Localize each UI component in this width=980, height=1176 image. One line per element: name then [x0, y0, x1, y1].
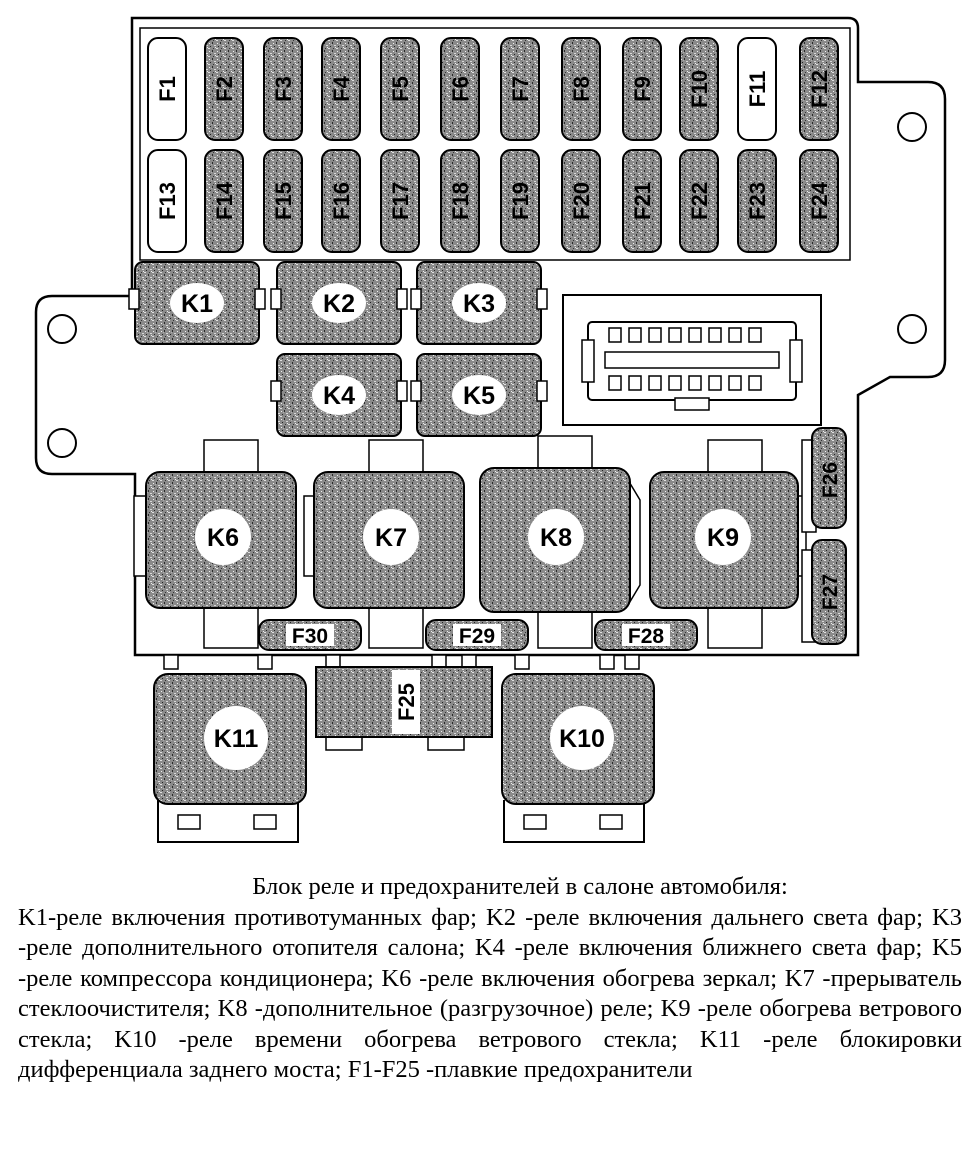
fuse-f3[interactable]: [263, 37, 303, 141]
fuse-f2[interactable]: [204, 37, 244, 141]
fuse-label-f16: F16: [329, 182, 354, 220]
fuse-f8[interactable]: [561, 37, 601, 141]
fuse-f22[interactable]: [679, 149, 719, 253]
relay-k2[interactable]: K2: [270, 261, 408, 345]
fuse-label-f5: F5: [388, 76, 413, 102]
fuse-label-f20: F20: [569, 182, 594, 220]
relay-k6[interactable]: K6: [133, 439, 297, 649]
relay-k5[interactable]: K5: [410, 353, 548, 437]
relay-label-k5: K5: [463, 382, 495, 410]
fuse-label-f12: F12: [807, 70, 832, 108]
relay-k4[interactable]: K4: [270, 353, 408, 437]
fuse-f29[interactable]: F29: [425, 619, 529, 651]
fuse-f20[interactable]: [561, 149, 601, 253]
fuse-f24[interactable]: [799, 149, 839, 253]
fuse-label-f17: F17: [388, 182, 413, 220]
fuse-label-f27: F27: [819, 574, 842, 610]
fuse-label-f10: F10: [687, 70, 712, 108]
fuse-label-f23: F23: [745, 182, 770, 220]
fuse-label-f29: F29: [459, 625, 495, 648]
relay-label-k9: K9: [707, 524, 739, 552]
relay-k1[interactable]: K1: [128, 261, 266, 345]
mount-hole-right-bottom: [897, 314, 927, 344]
relay-label-k11: K11: [214, 725, 259, 753]
fuse-label-f19: F19: [508, 182, 533, 220]
caption-body: K1-реле включения противотуманных фар; K…: [18, 903, 962, 1084]
fuse-label-f22: F22: [687, 182, 712, 220]
fuse-f21[interactable]: [622, 149, 662, 253]
fuse-row-bottom-labels: F13 F14 F15 F16 F17 F18 F19 F20 F21 F22 …: [155, 181, 832, 220]
fuse-label-f8: F8: [569, 76, 594, 102]
fuse-f10[interactable]: [679, 37, 719, 141]
fuse-label-f21: F21: [630, 182, 655, 220]
relay-label-k3: K3: [463, 290, 495, 318]
fuse-f7[interactable]: [500, 37, 540, 141]
fuse-label-f25: F25: [394, 683, 419, 721]
fuse-label-f28: F28: [628, 625, 665, 648]
fuse-f9[interactable]: [622, 37, 662, 141]
relay-label-k10: K10: [559, 725, 605, 753]
relay-label-k2: K2: [323, 290, 355, 318]
relay-label-k8: K8: [540, 524, 572, 552]
fuse-f15[interactable]: [263, 149, 303, 253]
fuse-f23[interactable]: [737, 149, 777, 253]
fuse-label-f18: F18: [448, 182, 473, 220]
relay-label-k4: K4: [323, 382, 355, 410]
fuse-f4[interactable]: [321, 37, 361, 141]
fuse-label-f4: F4: [329, 75, 354, 101]
mount-hole-left-bottom: [47, 428, 77, 458]
fuse-f19[interactable]: [500, 149, 540, 253]
fuse-f16[interactable]: [321, 149, 361, 253]
relay-k8[interactable]: K8: [479, 435, 641, 649]
caption-title: Блок реле и предохранителей в салоне авт…: [252, 873, 788, 900]
diagram-caption: Блок реле и предохранителей в салоне авт…: [18, 872, 962, 1086]
fuse-label-f13: F13: [155, 182, 180, 220]
relay-k7[interactable]: K7: [303, 439, 465, 649]
diagnostic-connector: [562, 294, 822, 426]
fuse-row-bottom: [147, 149, 839, 253]
relay-k10[interactable]: K10: [501, 673, 655, 843]
fuse-label-f2: F2: [212, 76, 237, 102]
relay-k9[interactable]: K9: [649, 439, 807, 649]
fuse-f17[interactable]: [380, 149, 420, 253]
relay-k11[interactable]: K11: [153, 673, 307, 843]
fuse-f5[interactable]: [380, 37, 420, 141]
fuse-panel: [139, 27, 851, 261]
fuse-relay-box-diagram: F1 F2 F3 F4 F5 F6 F7 F8 F9 F10 F11 F12 F…: [34, 16, 947, 843]
mount-hole-right-top: [897, 112, 927, 142]
fuse-label-f26: F26: [819, 462, 842, 498]
relay-label-k7: K7: [375, 524, 407, 552]
fuse-f25[interactable]: F25: [315, 666, 493, 751]
fuse-row-top-labels: F1 F2 F3 F4 F5 F6 F7 F8 F9 F10 F11 F12: [155, 70, 832, 108]
fuse-f1[interactable]: [147, 37, 187, 141]
fuse-label-f6: F6: [448, 76, 473, 102]
fuse-label-f7: F7: [508, 76, 533, 102]
fuse-label-f1: F1: [155, 76, 180, 102]
fuse-f6[interactable]: [440, 37, 480, 141]
mount-hole-left-top: [47, 314, 77, 344]
fuse-f26[interactable]: F26: [801, 427, 847, 533]
fuse-f13[interactable]: [147, 149, 187, 253]
fuse-f18[interactable]: [440, 149, 480, 253]
fuse-label-f3: F3: [271, 76, 296, 102]
fuse-label-f24: F24: [807, 181, 832, 220]
relay-k3[interactable]: K3: [410, 261, 548, 345]
fuse-label-f15: F15: [271, 182, 296, 220]
fuse-f14[interactable]: [204, 149, 244, 253]
relay-label-k1: K1: [181, 290, 213, 318]
fuse-row-top: [147, 37, 839, 141]
housing-outline: [34, 16, 947, 657]
fuse-f11[interactable]: [737, 37, 777, 141]
fuse-label-f11: F11: [745, 71, 770, 108]
relay-label-k6: K6: [207, 524, 239, 552]
fuse-f30[interactable]: F30: [258, 619, 362, 651]
fuse-f12[interactable]: [799, 37, 839, 141]
fuse-f27[interactable]: F27: [801, 539, 847, 645]
fuse-label-f9: F9: [630, 76, 655, 102]
fuse-label-f30: F30: [292, 625, 328, 648]
fuse-f28[interactable]: F28: [594, 619, 698, 651]
fuse-label-f14: F14: [212, 181, 237, 220]
